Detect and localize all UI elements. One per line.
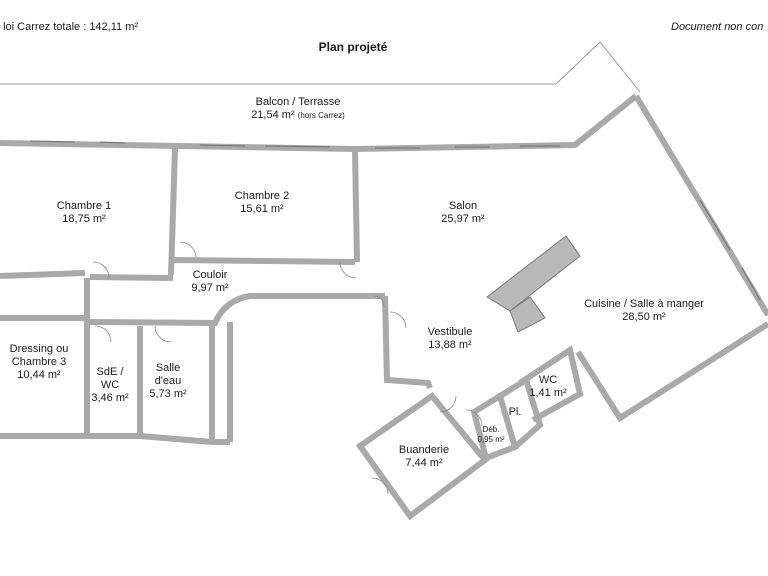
room-name-line2: d'eau bbox=[154, 375, 182, 387]
room-chambre-2: Chambre 2 15,61 m² bbox=[235, 190, 289, 216]
room-salon: Salon 25,97 m² bbox=[441, 200, 484, 226]
room-couloir: Couloir 9,97 m² bbox=[191, 269, 228, 295]
room-area: 18,75 m² bbox=[62, 213, 106, 225]
room-name: Buanderie bbox=[398, 444, 450, 456]
plan-title: Plan projeté bbox=[318, 40, 388, 54]
room-area: 28,50 m² bbox=[622, 311, 666, 323]
room-salle-eau: Salle d'eau 5,73 m² bbox=[149, 362, 186, 401]
room-name: Cuisine / Salle à manger bbox=[584, 298, 704, 310]
windows bbox=[29, 140, 761, 301]
room-balcon: Balcon / Terrasse 21,54 m² (hors Carrez) bbox=[251, 96, 345, 122]
room-area: 0,95 m² bbox=[477, 435, 505, 444]
room-vestibule: Vestibule 13,88 m² bbox=[428, 326, 473, 352]
room-area: 10,44 m² bbox=[17, 369, 61, 381]
room-name-line2: Chambre 3 bbox=[11, 356, 67, 368]
total-area-text: cie loi Carrez totale : 142,11 m² bbox=[0, 21, 139, 33]
room-name: Salon bbox=[448, 200, 478, 212]
room-name: Chambre 2 bbox=[234, 190, 290, 202]
room-name-line2: WC bbox=[100, 379, 120, 391]
room-area: 9,97 m² bbox=[191, 282, 229, 294]
room-dressing: Dressing ou Chambre 3 10,44 m² bbox=[10, 343, 69, 382]
room-name: Couloir bbox=[192, 269, 228, 281]
disclaimer-text: Document non con bbox=[671, 21, 764, 33]
door-arcs bbox=[92, 241, 483, 495]
room-wc: WC 1,41 m² bbox=[529, 374, 566, 400]
room-name: Déb. bbox=[482, 425, 500, 434]
room-cuisine: Cuisine / Salle à manger 28,50 m² bbox=[584, 298, 704, 324]
room-area: 1,41 m² bbox=[529, 387, 567, 399]
room-area: 5,73 m² bbox=[149, 388, 187, 400]
kitchen-island bbox=[486, 235, 581, 333]
room-area: 13,88 m² bbox=[428, 339, 472, 351]
room-buanderie: Buanderie 7,44 m² bbox=[399, 444, 449, 470]
room-name: WC bbox=[538, 374, 558, 386]
room-placard: Pl. bbox=[509, 406, 522, 419]
room-name: Vestibule bbox=[427, 326, 473, 338]
balcony-outline bbox=[0, 41, 641, 93]
room-area: 15,61 m² bbox=[240, 203, 284, 215]
room-chambre-1: Chambre 1 18,75 m² bbox=[57, 200, 111, 226]
room-area: 7,44 m² bbox=[405, 457, 443, 469]
room-area: 3,46 m² bbox=[91, 392, 129, 404]
room-name-line1: Salle bbox=[155, 362, 181, 374]
room-area: 21,54 m² bbox=[251, 109, 295, 121]
room-name-line1: SdE / bbox=[96, 366, 124, 378]
room-name-line1: Dressing ou bbox=[9, 343, 69, 355]
room-sde-wc: SdE / WC 3,46 m² bbox=[91, 366, 128, 405]
room-deb: Déb. 0,95 m² bbox=[477, 425, 504, 445]
room-name: Chambre 1 bbox=[56, 200, 112, 212]
room-area: 25,97 m² bbox=[441, 213, 485, 225]
room-note: (hors Carrez) bbox=[297, 111, 345, 120]
room-name: Balcon / Terrasse bbox=[255, 96, 341, 108]
room-name: Pl. bbox=[508, 406, 522, 418]
